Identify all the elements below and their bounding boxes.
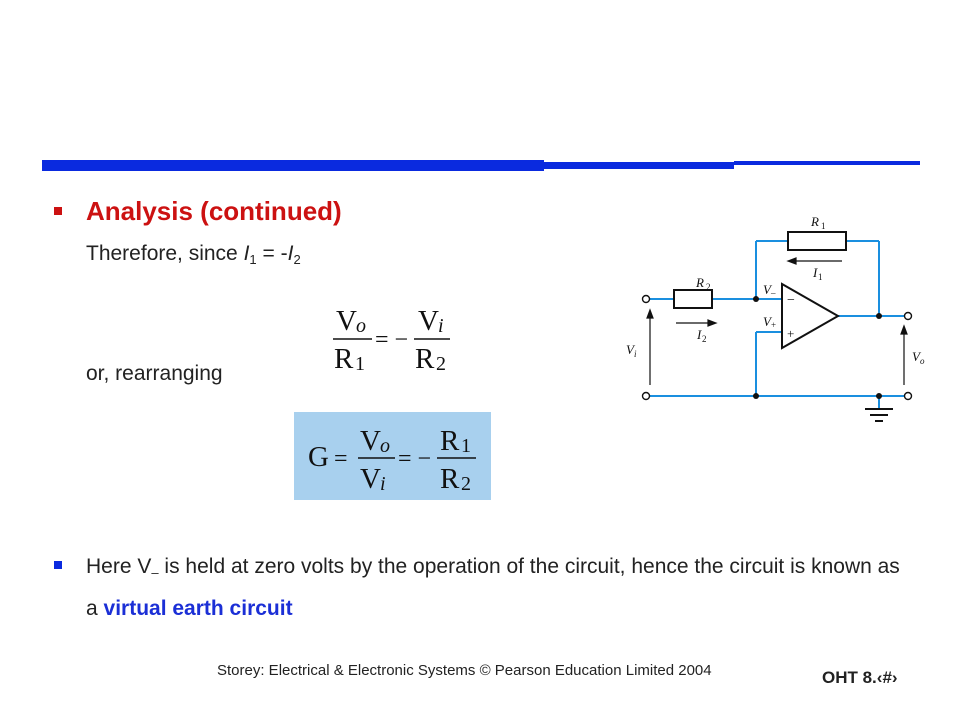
- gain-equation-box: [294, 412, 491, 500]
- therefore-sub1: 1: [249, 252, 257, 267]
- label-r2: R: [695, 275, 704, 290]
- op-amp-minus-sign: −: [787, 293, 795, 308]
- junction-bottom-left: [753, 393, 759, 399]
- vi-arrow-head-icon: [646, 308, 654, 319]
- eq1-r1-R: R: [334, 343, 354, 375]
- op-amp-plus-sign: +: [787, 326, 794, 341]
- ground-icon: [865, 408, 893, 422]
- eq2-vo-V: V: [360, 425, 381, 457]
- terminal-output-top: [903, 311, 913, 321]
- para-emphasis: virtual earth circuit: [103, 597, 293, 620]
- resistor-r2: [673, 289, 713, 309]
- label-vi-sub: i: [634, 349, 637, 359]
- eq2-r2-sub: 2: [461, 473, 471, 495]
- paragraph-bullet-icon: [54, 561, 62, 569]
- eq1-equals-minus: = −: [375, 327, 408, 353]
- therefore-mid: = -: [256, 242, 288, 265]
- vo-arrow-head-icon: [900, 324, 908, 335]
- therefore-i2: I: [287, 242, 294, 265]
- virtual-earth-paragraph: Here V– is held at zero volts by the ope…: [86, 549, 906, 627]
- label-vo: V: [912, 349, 922, 364]
- eq1-vo-V: V: [336, 305, 357, 337]
- label-v-plus-sub: +: [771, 320, 776, 330]
- para-sub: –: [151, 565, 159, 580]
- label-vi: V: [626, 342, 636, 357]
- eq2-vo-sub: o: [380, 435, 390, 457]
- therefore-text: Therefore, since: [86, 242, 244, 265]
- label-vo-sub: o: [920, 356, 925, 366]
- eq1-vo-sub: o: [356, 315, 366, 337]
- terminal-input-bottom: [641, 391, 651, 401]
- label-r2-sub: 2: [706, 282, 711, 292]
- label-v-minus: V: [763, 282, 773, 297]
- i1-arrow-head-icon: [786, 257, 797, 265]
- label-v-minus-sub: –: [770, 288, 776, 298]
- eq2-r2-R: R: [440, 463, 460, 495]
- label-r1: R: [810, 214, 819, 229]
- heading-bullet-icon: [54, 207, 62, 215]
- label-i1-sub: 1: [818, 272, 823, 282]
- label-i2: I: [696, 327, 702, 342]
- terminal-output-bottom: [903, 391, 913, 401]
- eq2-equals: =: [334, 446, 348, 472]
- i2-arrow-head-icon: [707, 319, 718, 327]
- header-rule-thin: [734, 161, 920, 165]
- eq1-r1-sub: 1: [355, 353, 365, 375]
- equation-2: G = V o V i = − R 1 R 2: [308, 425, 476, 495]
- header-rule-thick: [42, 160, 544, 171]
- eq2-vi-V: V: [360, 463, 381, 495]
- eq1-r2-R: R: [415, 343, 435, 375]
- eq2-r1-sub: 1: [461, 435, 471, 457]
- footer-credit: Storey: Electrical & Electronic Systems …: [217, 662, 712, 679]
- resistor-r1: [787, 231, 847, 251]
- therefore-line: Therefore, since I1 = -I2: [86, 242, 301, 267]
- para-text-2: is held at zero volts by the operation o…: [86, 555, 900, 620]
- junction-output: [876, 313, 882, 319]
- eq1-r2-sub: 2: [436, 353, 446, 375]
- label-r1-sub: 1: [821, 221, 826, 231]
- eq1-vi-sub: i: [438, 315, 444, 337]
- eq2-vi-sub: i: [380, 473, 386, 495]
- eq1-vi-V: V: [418, 305, 439, 337]
- therefore-sub2: 2: [293, 252, 301, 267]
- therefore-i1: I: [243, 242, 250, 265]
- label-v-plus: V: [763, 314, 773, 329]
- label-i1: I: [812, 265, 818, 280]
- slide-heading: Analysis (continued): [86, 196, 342, 226]
- slide-number: OHT 8.‹#›: [822, 668, 898, 687]
- junction-bottom-right: [876, 393, 882, 399]
- para-text-1: Here V: [86, 555, 152, 578]
- junction-inverting: [753, 296, 759, 302]
- terminal-input-top: [641, 294, 651, 304]
- eq2-G: G: [308, 441, 329, 473]
- op-amp-icon: [781, 282, 841, 350]
- header-rule-mid: [544, 162, 734, 169]
- eq2-equals-minus: = −: [398, 446, 431, 472]
- label-i2-sub: 2: [702, 334, 707, 344]
- equation-1: V o R 1 = − V i R 2: [333, 305, 450, 375]
- rearranging-line: or, rearranging: [86, 362, 223, 385]
- eq2-r1-R: R: [440, 425, 460, 457]
